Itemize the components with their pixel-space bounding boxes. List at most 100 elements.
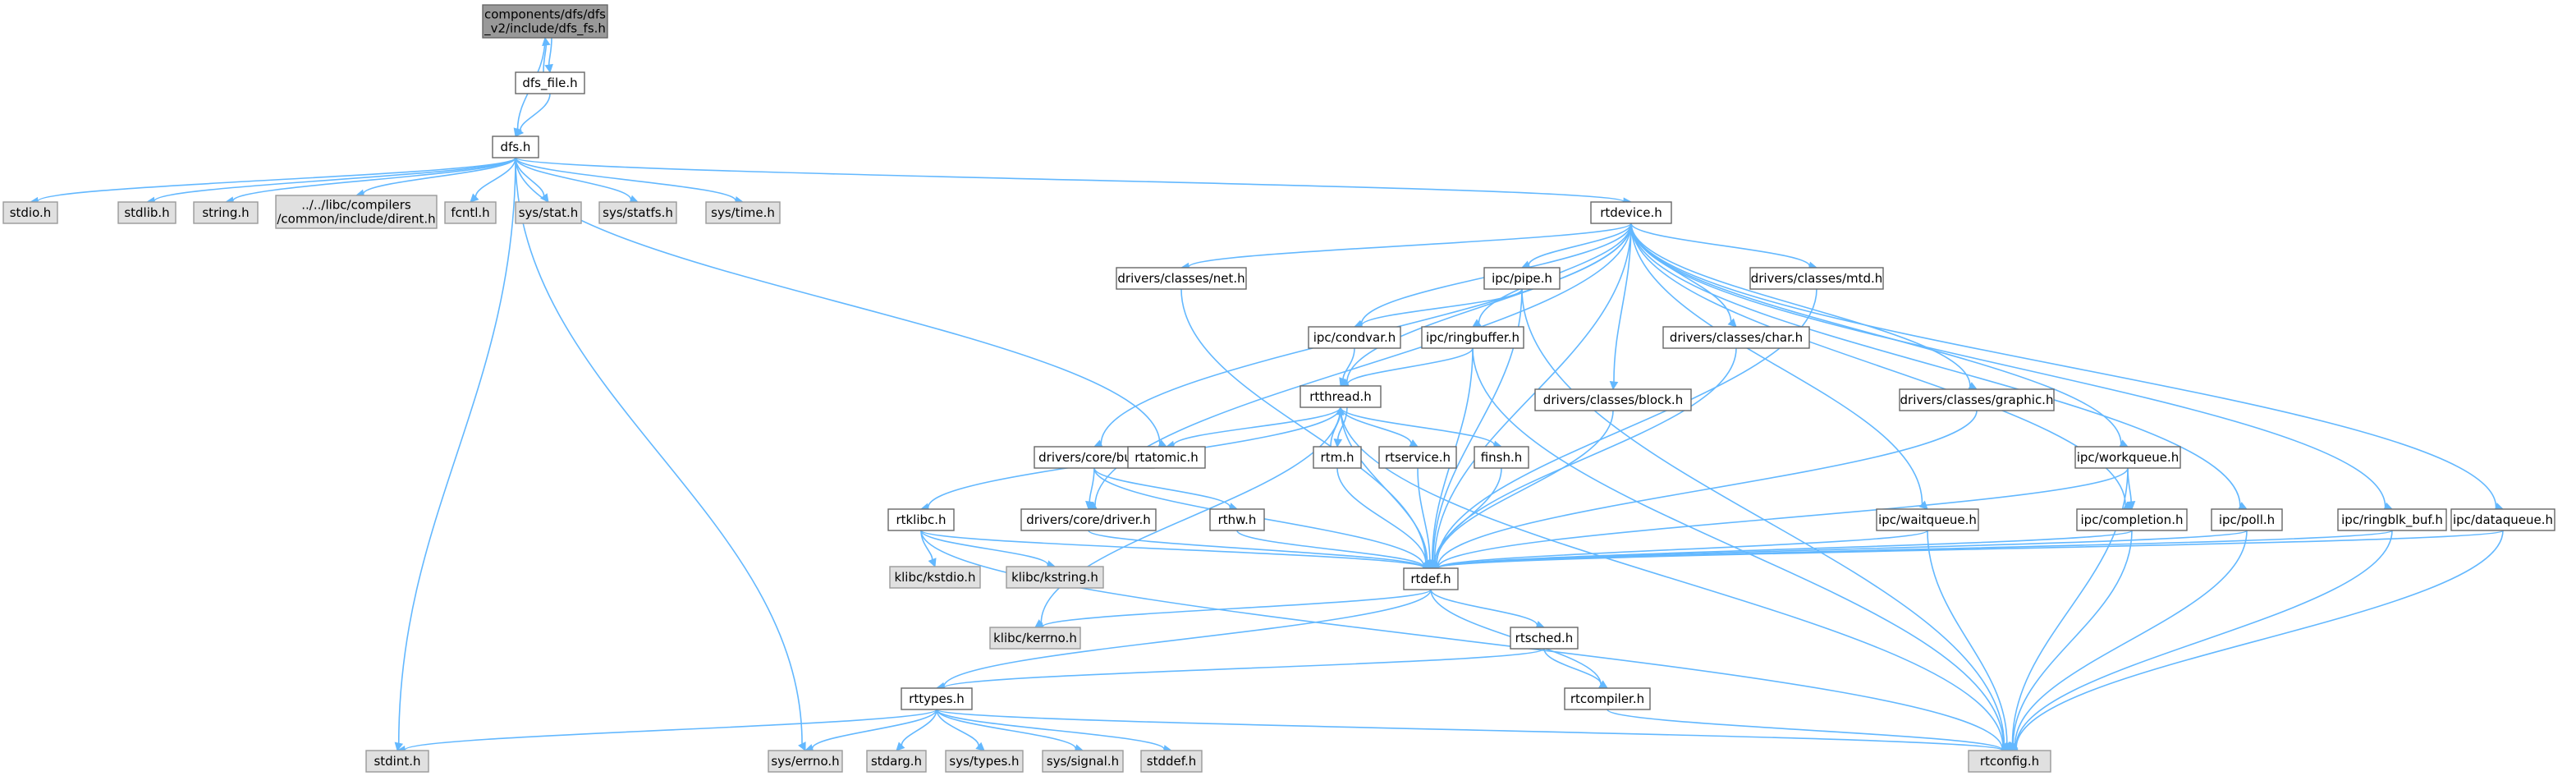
node-root[interactable]: components/dfs/dfs_v2/include/dfs_fs.h	[482, 4, 608, 39]
node-box	[193, 201, 259, 224]
node-label: rtservice.h	[1385, 450, 1451, 465]
node-label: rtklibc.h	[896, 512, 946, 527]
node-rtservice[interactable]: rtservice.h	[1378, 446, 1457, 469]
node-stdarg[interactable]: stdarg.h	[866, 750, 927, 773]
node-dfs-file[interactable]: dfs_file.h	[515, 71, 585, 94]
node-label: stdarg.h	[871, 754, 922, 769]
node-sysstatfs[interactable]: sys/statfs.h	[598, 201, 677, 224]
node-rthw[interactable]: rthw.h	[1209, 508, 1265, 531]
node-graphic[interactable]: drivers/classes/graphic.h	[1899, 388, 2055, 411]
node-label: sys/types.h	[949, 754, 1019, 769]
node-box	[1006, 566, 1104, 589]
edge-line	[515, 157, 803, 744]
node-label: rtdevice.h	[1600, 205, 1662, 220]
node-label: drivers/core/bus.h	[1038, 450, 1150, 465]
node-label: drivers/classes/char.h	[1670, 330, 1803, 345]
edge-line	[936, 709, 979, 746]
node-label: dfs.h	[501, 140, 531, 154]
node-waitqueue[interactable]: ipc/waitqueue.h	[1876, 508, 1979, 531]
node-label: ipc/completion.h	[2081, 512, 2184, 527]
node-stdint[interactable]: stdint.h	[365, 750, 429, 773]
node-workqueue[interactable]: ipc/workqueue.h	[2074, 446, 2181, 469]
node-ringblk[interactable]: ipc/ringblk_buf.h	[2337, 508, 2447, 531]
node-rtdef[interactable]: rtdef.h	[1403, 567, 1459, 590]
node-systypes[interactable]: sys/types.h	[945, 750, 1024, 773]
edge-line	[1340, 406, 1412, 444]
node-box	[1140, 750, 1203, 773]
node-box	[1209, 508, 1265, 531]
node-ringbuffer[interactable]: ipc/ringbuffer.h	[1421, 326, 1524, 349]
node-block[interactable]: drivers/classes/block.h	[1534, 388, 1692, 411]
node-label: klibc/kerrno.h	[993, 631, 1077, 645]
node-dfs[interactable]: dfs.h	[492, 135, 539, 158]
node-box	[2076, 508, 2188, 531]
edge-dataqueue-to-rtconfig	[2008, 530, 2504, 751]
node-completion[interactable]: ipc/completion.h	[2076, 508, 2188, 531]
edge-arrowhead	[928, 558, 937, 568]
node-kerrno[interactable]: klibc/kerrno.h	[989, 627, 1081, 650]
node-rtcompiler[interactable]: rtcompiler.h	[1564, 687, 1651, 710]
edge-line	[397, 157, 516, 744]
node-rtm[interactable]: rtm.h	[1313, 446, 1362, 469]
node-char[interactable]: drivers/classes/char.h	[1662, 326, 1810, 349]
node-label: stdio.h	[10, 205, 52, 220]
node-dataqueue[interactable]: ipc/dataqueue.h	[2450, 508, 2555, 531]
node-label: klibc/kstdio.h	[894, 570, 975, 585]
edge-line	[1236, 530, 1424, 568]
edge-dfs-to-stdio	[29, 157, 516, 206]
edge-line	[1088, 530, 1424, 568]
node-systime[interactable]: sys/time.h	[705, 201, 781, 224]
node-label: ../../libc/compilers	[301, 198, 411, 213]
node-box	[866, 750, 927, 773]
node-box	[1127, 446, 1206, 469]
node-pipe[interactable]: ipc/pipe.h	[1483, 267, 1561, 290]
node-box	[1564, 687, 1651, 710]
node-dirent[interactable]: ../../libc/compilers/common/include/dire…	[275, 195, 438, 229]
edge-rtdevice-to-waitqueue	[1630, 223, 1928, 510]
node-kstring[interactable]: klibc/kstring.h	[1006, 566, 1104, 589]
node-rtklibc[interactable]: rtklibc.h	[887, 508, 955, 531]
node-poll[interactable]: ipc/poll.h	[2211, 508, 2283, 531]
edge-arrowhead	[470, 193, 479, 203]
node-rtthread[interactable]: rtthread.h	[1299, 385, 1382, 408]
node-mtd[interactable]: drivers/classes/mtd.h	[1749, 267, 1884, 290]
edge-rtklibc-to-kstring	[920, 530, 1057, 569]
node-syserrno[interactable]: sys/errno.h	[768, 750, 843, 773]
node-label: stddef.h	[1147, 754, 1196, 769]
node-rtdevice[interactable]: rtdevice.h	[1590, 201, 1672, 224]
edge-rtdevice-to-completion	[1630, 223, 2133, 510]
node-label: components/dfs/dfs	[484, 7, 606, 22]
node-kstdio[interactable]: klibc/kstdio.h	[889, 566, 981, 589]
node-box	[1899, 388, 2055, 411]
edge-line	[515, 157, 632, 200]
node-rtconfig[interactable]: rtconfig.h	[1968, 750, 2051, 773]
node-fcntl[interactable]: fcntl.h	[444, 201, 497, 224]
node-stdio[interactable]: stdio.h	[2, 201, 58, 224]
node-driver[interactable]: drivers/core/driver.h	[1020, 508, 1157, 531]
edge-dfs-to-dirent	[355, 157, 516, 198]
node-stddef[interactable]: stddef.h	[1140, 750, 1203, 773]
node-label: ipc/poll.h	[2219, 512, 2275, 527]
node-rtsched[interactable]: rtsched.h	[1510, 627, 1579, 650]
edge-line	[1437, 530, 2248, 569]
edge-arrowhead	[1335, 406, 1345, 416]
edge-line	[920, 530, 2003, 750]
node-label: rttypes.h	[909, 691, 965, 706]
node-syssignal[interactable]: sys/signal.h	[1042, 750, 1124, 773]
node-rttypes[interactable]: rttypes.h	[901, 687, 973, 710]
node-sysstat[interactable]: sys/stat.h	[515, 201, 582, 224]
edge-line	[519, 93, 551, 131]
edge-line	[936, 709, 1165, 751]
node-box	[1510, 627, 1579, 650]
node-condvar[interactable]: ipc/condvar.h	[1308, 326, 1401, 349]
node-box	[444, 201, 497, 224]
edge-line	[474, 157, 516, 197]
node-net[interactable]: drivers/classes/net.h	[1116, 267, 1247, 290]
node-stdlib[interactable]: stdlib.h	[117, 201, 176, 224]
node-finsh[interactable]: finsh.h	[1474, 446, 1529, 469]
edge-dfs-to-syserrno	[515, 157, 806, 752]
node-rtatomic[interactable]: rtatomic.h	[1127, 446, 1206, 469]
node-string[interactable]: string.h	[193, 201, 259, 224]
edge-line	[2014, 530, 2248, 746]
node-label: klibc/kstring.h	[1011, 570, 1098, 585]
